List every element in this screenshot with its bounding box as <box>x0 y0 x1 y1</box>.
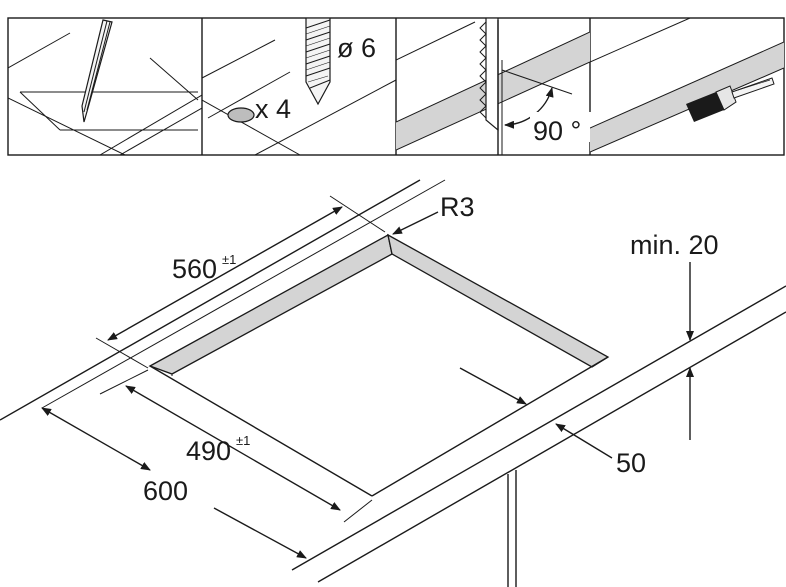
drill-bit-icon <box>305 18 331 106</box>
panel-seal-edges <box>590 18 784 153</box>
dim-560-tolerance: ±1 <box>222 252 236 267</box>
panel-drill-holes <box>202 18 396 155</box>
worktop-front-edge-top <box>291 285 786 571</box>
pencil-icon <box>81 19 113 123</box>
panel-saw-cut <box>396 18 590 155</box>
dim-600-label: 600 <box>143 476 188 506</box>
dim-560-label: 560 <box>172 254 217 284</box>
dim-490-tolerance: ±1 <box>236 433 250 448</box>
dim-extension-line <box>329 195 386 233</box>
dim-600-arrow-left <box>41 407 151 471</box>
dim-560-arrow <box>107 206 343 341</box>
dim-490-arrow <box>125 385 341 511</box>
dim-r3-label: R3 <box>440 192 475 222</box>
cutout-right-face <box>387 233 610 368</box>
dim-min20-label: min. 20 <box>630 230 719 260</box>
dim-50-arrow-inner <box>459 367 527 405</box>
dim-extension-line <box>95 337 149 369</box>
hole-count-label: x 4 <box>255 94 291 124</box>
saw-angle-label: 90 ° <box>533 116 581 146</box>
dim-50-label: 50 <box>616 448 646 478</box>
worktop-back-edge-inner <box>41 179 446 409</box>
dim-r3-arrow <box>392 211 439 235</box>
drill-diameter-label: ø 6 <box>337 33 376 63</box>
angle-label-bg <box>530 112 592 142</box>
cutout-front-edge <box>371 356 609 497</box>
jigsaw-blade-icon <box>479 18 499 155</box>
dim-50-arrow-outer <box>555 423 613 459</box>
worktop-front-edge-bottom <box>317 311 786 583</box>
dim-490-label: 490 <box>186 436 231 466</box>
dim-extension-line <box>343 499 373 523</box>
dim-600-arrow-right <box>213 507 307 559</box>
dim-extension-line <box>99 369 149 395</box>
brush-icon <box>686 77 775 122</box>
worktop-back-edge <box>0 179 421 421</box>
panel-mark-outline <box>8 19 202 155</box>
dimension-annotations: 560 ±1 490 ±1 600 R3 50 min. 20 <box>41 192 719 559</box>
drill-hole-icon <box>227 107 255 123</box>
step-panels: ø 6 x 4 90 ° <box>7 17 785 156</box>
